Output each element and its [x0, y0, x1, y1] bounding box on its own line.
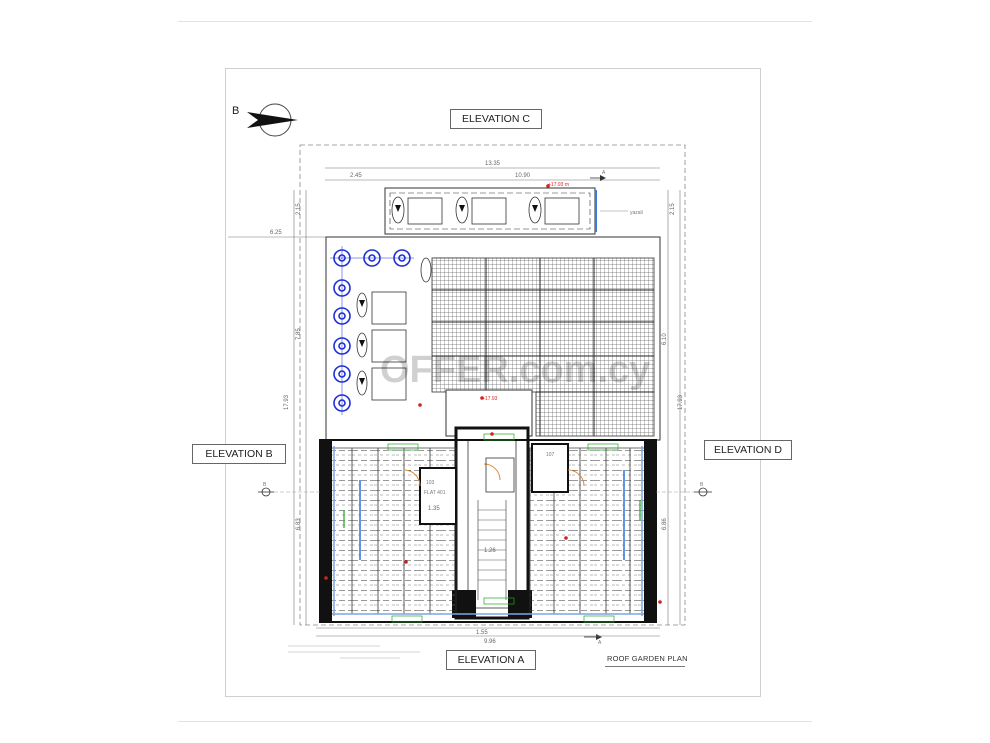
svg-text:+17.93: +17.93 [482, 396, 498, 402]
lounger-markers [359, 300, 365, 385]
section-b-left-marker: B [258, 482, 320, 497]
svg-text:B: B [700, 482, 704, 488]
plot-boundary [299, 144, 686, 626]
stair-core: +17.93 1.26 [445, 389, 533, 620]
svg-text:107: 107 [546, 452, 555, 458]
svg-text:7.85: 7.85 [296, 328, 302, 340]
svg-text:A: A [602, 170, 606, 176]
room-107: 107 [531, 443, 585, 493]
solar-panel-field-lower [535, 391, 655, 437]
top-dimensions: 13.35 2.45 10.90 [325, 161, 660, 181]
svg-text:2.15: 2.15 [296, 203, 302, 215]
watermark-text: OFFER.com.cy [380, 349, 650, 391]
plan-title: ROOF GARDEN PLAN [607, 654, 688, 663]
svg-text:1.26: 1.26 [484, 548, 496, 554]
level-marker-top: +17.93 m [548, 182, 569, 188]
svg-text:6.10: 6.10 [662, 333, 668, 345]
elevation-d-label: ELEVATION D [704, 440, 792, 460]
panel-dividers [432, 258, 654, 436]
elevation-d-text: ELEVATION D [714, 444, 782, 456]
top-divider [178, 21, 812, 22]
elevation-b-text: ELEVATION B [205, 448, 273, 460]
stair-door-swing [483, 457, 515, 493]
plan-title-underline [605, 666, 685, 667]
right-dimensions: 2.15 6.10 17.93 6.86 [662, 190, 684, 625]
elevation-c-label: ELEVATION C [450, 109, 542, 129]
elevation-b-label: ELEVATION B [192, 444, 286, 464]
elevation-a-label: ELEVATION A [446, 650, 536, 670]
svg-text:A: A [598, 640, 602, 646]
svg-text:2.15: 2.15 [670, 203, 676, 215]
elevation-c-text: ELEVATION C [462, 113, 530, 125]
bottom-dimensions: 9.96 1.55 [288, 627, 660, 659]
red-level-markers [324, 184, 662, 604]
svg-text:9.96: 9.96 [484, 639, 496, 645]
svg-text:103: 103 [426, 480, 435, 486]
top-parking-strip: yazali +17.93 m [384, 182, 643, 235]
bottom-divider [178, 721, 812, 722]
svg-text:FLAT 401: FLAT 401 [424, 490, 446, 496]
yazali-label-top: yazali [630, 210, 643, 216]
plan-title-text: ROOF GARDEN PLAN [607, 654, 688, 663]
north-arrow-icon: B [232, 103, 298, 137]
svg-text:6.25: 6.25 [270, 230, 282, 236]
section-b-right-marker: B [656, 482, 712, 497]
green-level-markers [343, 433, 641, 623]
svg-text:1.35: 1.35 [428, 506, 440, 512]
svg-text:6.86: 6.86 [662, 518, 668, 530]
svg-text:17.93: 17.93 [678, 394, 684, 410]
svg-text:1.55: 1.55 [476, 630, 488, 636]
section-a-bottom-marker: A [584, 634, 602, 646]
svg-text:17.93: 17.93 [284, 394, 290, 410]
svg-text:6.83: 6.83 [296, 518, 302, 530]
svg-text:B: B [263, 482, 267, 488]
dim-overall-width: 13.35 [485, 161, 501, 167]
dim-top-left: 2.45 [350, 173, 362, 179]
room-103: 103 FLAT 401 1.35 [404, 467, 457, 525]
section-a-top-marker: A [590, 170, 606, 181]
tree-crosshairs [330, 246, 414, 415]
left-dimensions: 2.15 7.85 17.93 6.83 6.25 [228, 190, 326, 625]
compass-letter: B [232, 105, 239, 117]
dim-top-right: 10.90 [515, 173, 531, 179]
elevation-a-text: ELEVATION A [457, 654, 525, 666]
